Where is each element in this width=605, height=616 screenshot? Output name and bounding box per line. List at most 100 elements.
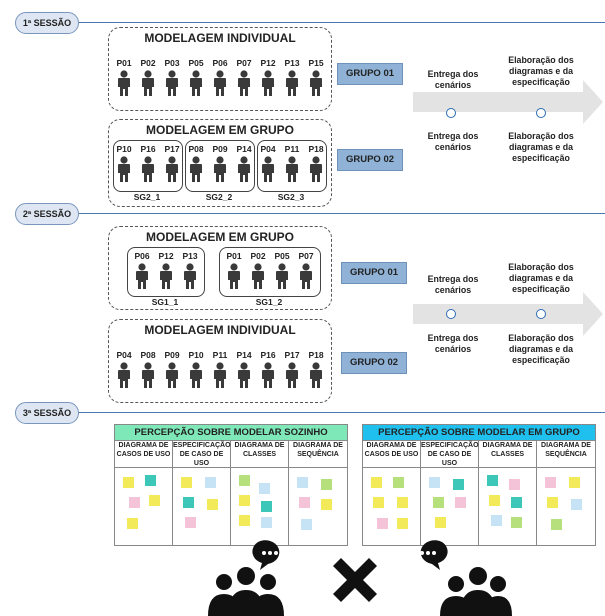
group-chat-icon (208, 540, 284, 616)
sticky-note (123, 477, 134, 488)
participant-label: P08 (140, 350, 156, 360)
sticky-note (261, 517, 272, 528)
sticky-note (259, 483, 270, 494)
participant-label: P04 (260, 144, 276, 154)
person-icon (310, 70, 322, 96)
sticky-note (129, 497, 140, 508)
person-icon (238, 70, 250, 96)
s2-group-01-label: GRUPO 01 (341, 262, 407, 284)
s2-individual-labels: P04 P08 P09 P10 P11 P14 P16 P17 P18 (112, 350, 328, 360)
sticky-note (489, 495, 500, 506)
person-icon (130, 263, 154, 289)
s2-individual-title: MODELAGEM INDIVIDUAL (144, 323, 296, 337)
s2-group-title: MODELAGEM EM GRUPO (145, 230, 294, 244)
person-icon (136, 362, 160, 388)
person-icon (310, 156, 322, 182)
session-3-line (40, 412, 605, 413)
s2-timeline-top-left: Entrega dos cenários (427, 274, 479, 295)
sticky-note (321, 479, 332, 490)
participant-label: P13 (284, 58, 300, 68)
s2-individual-box: MODELAGEM INDIVIDUAL P04 P08 P09 P10 P11… (108, 319, 332, 403)
s2-timeline-bottom-right: Elaboração dos diagramas e da especifica… (508, 333, 574, 365)
panel-alone: PERCEPÇÃO SOBRE MODELAR SOZINHO DIAGRAMA… (114, 424, 348, 546)
sticky-note (435, 517, 446, 528)
person-icon (232, 362, 256, 388)
s1-individual-people (112, 70, 328, 96)
sticky-note (571, 499, 582, 510)
subgroup-people (112, 156, 184, 182)
sticky-note (145, 475, 156, 486)
subgroup-name: SG2_2 (205, 192, 233, 202)
person-icon (178, 263, 202, 289)
s2-individual-people (112, 362, 328, 388)
col-head: DIAGRAMA DE SEQUÊNCIA (537, 441, 595, 468)
s1-subgroup-1: P10 P16 P17 (113, 140, 183, 192)
col-head: DIAGRAMA DE CLASSES (231, 441, 289, 468)
person-icon (112, 156, 136, 182)
person-icon (246, 263, 270, 289)
person-icon (184, 263, 196, 289)
participant-label: P10 (116, 144, 132, 154)
person-icon (304, 156, 328, 182)
s1-timeline-top-right: Elaboração dos diagramas e da especifica… (508, 55, 574, 87)
person-icon (256, 156, 280, 182)
sticky-note (261, 501, 272, 512)
person-icon (252, 263, 264, 289)
participant-label: P12 (158, 251, 174, 261)
person-icon (262, 362, 274, 388)
participant-label: P08 (188, 144, 204, 154)
sticky-note (433, 497, 444, 508)
person-icon (136, 70, 160, 96)
person-icon (280, 362, 304, 388)
sticky-note (377, 518, 388, 529)
participant-label: P16 (140, 144, 156, 154)
person-icon (142, 362, 154, 388)
col-head: DIAGRAMA DE CASOS DE USO (363, 441, 421, 468)
person-icon (286, 362, 298, 388)
sticky-note (301, 519, 312, 530)
sticky-note (183, 497, 194, 508)
person-icon (166, 156, 178, 182)
subgroup-name: SG2_1 (133, 192, 161, 202)
person-icon (300, 263, 312, 289)
participant-label: P14 (236, 144, 252, 154)
sticky-note (371, 477, 382, 488)
person-icon (184, 70, 208, 96)
participant-label: P18 (308, 350, 324, 360)
person-icon (228, 263, 240, 289)
participant-label: P11 (212, 350, 228, 360)
session-2-line (40, 213, 605, 214)
person-icon (208, 156, 232, 182)
sticky-note (239, 495, 250, 506)
person-icon (118, 70, 130, 96)
group-chat-icon (420, 540, 512, 616)
subgroup-name: SG1_1 (151, 297, 179, 307)
participant-label: P05 (274, 251, 290, 261)
participant-label: P03 (164, 58, 180, 68)
session-1-line (40, 22, 605, 23)
s2-subgroup-1: P06 P12 P13 (127, 247, 205, 297)
sticky-note (181, 477, 192, 488)
sticky-note (127, 518, 138, 529)
person-icon (112, 362, 136, 388)
subgroup-people (256, 156, 328, 182)
sticky-note (429, 477, 440, 488)
person-icon (262, 70, 274, 96)
col-head: ESPECIFICAÇÃO DE CASO DE USO (173, 441, 231, 468)
participant-label: P15 (308, 58, 324, 68)
participant-label: P18 (308, 144, 324, 154)
participant-label: P12 (260, 58, 276, 68)
sticky-note (397, 518, 408, 529)
person-icon (190, 362, 202, 388)
person-icon (160, 70, 184, 96)
person-icon (214, 156, 226, 182)
col-head: DIAGRAMA DE CLASSES (479, 441, 537, 468)
session-3-pill: 3ª SESSÃO (15, 402, 79, 424)
person-icon (256, 70, 280, 96)
s2-subgroup-2: P01 P02 P05 P07 (219, 247, 321, 297)
sticky-note (491, 515, 502, 526)
sticky-note (373, 497, 384, 508)
person-icon (304, 362, 328, 388)
person-icon (184, 156, 208, 182)
s1-group-title: MODELAGEM EM GRUPO (145, 123, 294, 137)
